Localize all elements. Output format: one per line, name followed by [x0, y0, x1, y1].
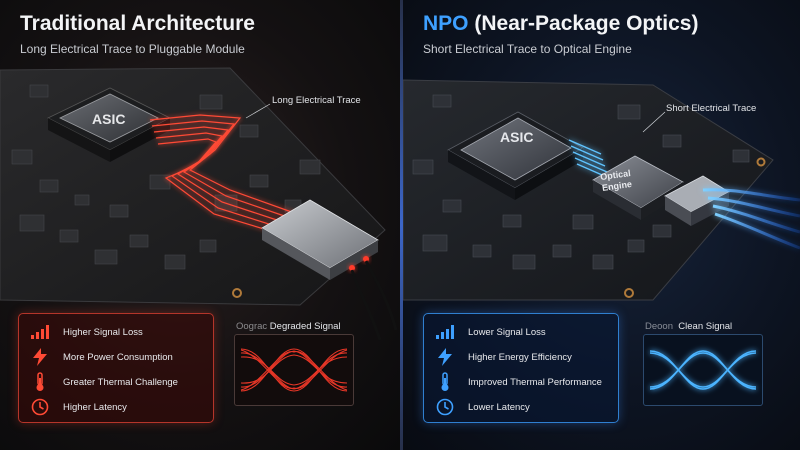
npo-title-accent: NPO: [423, 12, 469, 35]
list-item-label: Higher Energy Efficiency: [468, 351, 572, 363]
npo-subtitle: Short Electrical Trace to Optical Engine: [423, 42, 632, 56]
long-trace-callout: Long Electrical Trace: [272, 95, 361, 106]
board-mount-hole: [232, 288, 242, 298]
degraded-signal-label: Oograc Degraded Signal: [236, 321, 341, 332]
short-trace-callout: Short Electrical Trace: [666, 103, 757, 114]
traditional-subtitle: Long Electrical Trace to Pluggable Modul…: [20, 42, 245, 56]
clean-signal-text: Clean Signal: [678, 321, 733, 332]
optical-engine-chip: [592, 155, 684, 220]
list-item-label: Higher Signal Loss: [63, 326, 143, 338]
module-cables: [350, 260, 398, 341]
traditional-architecture-panel: ASIC Traditional Architecture: [0, 0, 400, 450]
npo-panel: ASIC NPO (Near-Pack: [403, 0, 800, 450]
lightning-icon: [434, 346, 456, 368]
list-item: Lower Signal Loss: [434, 321, 614, 343]
degraded-signal-text: Degraded Signal: [269, 321, 341, 332]
list-item: More Power Consumption: [29, 346, 209, 368]
asic-chip: [47, 87, 171, 162]
panel-divider: [400, 0, 403, 450]
list-item: Higher Energy Efficiency: [434, 346, 614, 368]
board-mount-hole: [624, 157, 766, 298]
signal-bars-icon: [434, 321, 456, 343]
degraded-signal-ghost-text: Oograc: [236, 321, 268, 332]
signal-bars-icon: [29, 321, 51, 343]
asic-chip: [447, 111, 584, 200]
list-item: Greater Thermal Challenge: [29, 371, 209, 393]
asic-chip-label: ASIC: [500, 129, 533, 145]
callout-leader-line: [642, 111, 666, 133]
degraded-eye-diagram: [234, 334, 354, 406]
lightning-icon: [29, 346, 51, 368]
callout-leader-line: [245, 103, 271, 119]
clean-signal-label: Deoon Clean Signal: [645, 321, 732, 332]
npo-benefits-list: Lower Signal Loss Higher Energy Efficien…: [423, 313, 619, 423]
thermometer-icon: [29, 371, 51, 393]
board-components: [11, 84, 321, 270]
list-item-label: Greater Thermal Challenge: [63, 376, 178, 388]
list-item-label: Lower Latency: [468, 401, 530, 413]
list-item: Higher Signal Loss: [29, 321, 209, 343]
clean-signal-ghost-text: Deoon: [645, 321, 673, 332]
traditional-board-illustration: ASIC: [0, 67, 398, 341]
list-item-label: More Power Consumption: [63, 351, 173, 363]
optical-engine-label: Optical Engine: [600, 168, 633, 194]
list-item: Higher Latency: [29, 396, 209, 418]
list-item-label: Lower Signal Loss: [468, 326, 546, 338]
traditional-drawbacks-list: Higher Signal Loss More Power Consumptio…: [18, 313, 214, 423]
clock-icon: [29, 396, 51, 418]
thermometer-icon: [434, 371, 456, 393]
npo-title: NPO (Near-Package Optics): [423, 12, 698, 36]
pluggable-module: [261, 199, 379, 280]
list-item-label: Improved Thermal Performance: [468, 376, 602, 388]
npo-board-illustration: ASIC: [403, 79, 800, 301]
list-item-label: Higher Latency: [63, 401, 127, 413]
list-item: Improved Thermal Performance: [434, 371, 614, 393]
list-item: Lower Latency: [434, 396, 614, 418]
npo-title-rest: (Near-Package Optics): [468, 12, 699, 35]
asic-chip-label: ASIC: [92, 111, 125, 127]
clean-eye-diagram: [643, 334, 763, 406]
long-electrical-trace: [149, 114, 301, 236]
clock-icon: [434, 396, 456, 418]
optical-fiber-beams: [702, 188, 800, 250]
traditional-title: Traditional Architecture: [20, 12, 255, 35]
board-components: [412, 94, 750, 270]
